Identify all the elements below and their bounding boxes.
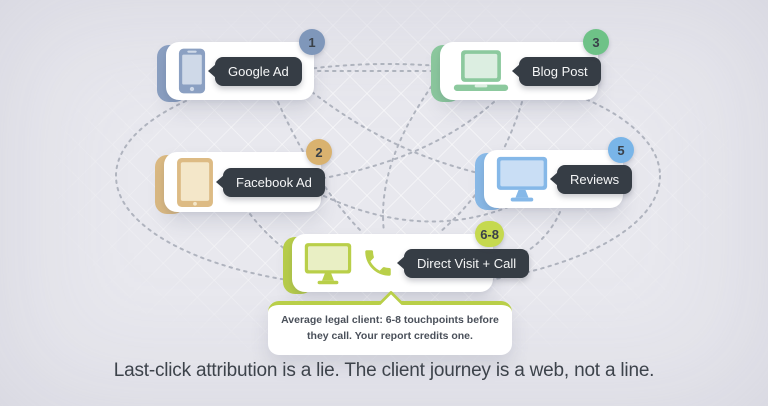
connector-blog-facebook [323, 101, 495, 179]
node-label: Blog Post [512, 56, 601, 86]
touchpoint-number-badge: 1 [299, 29, 325, 55]
smartphone-icon [178, 47, 206, 95]
touchpoint-number-badge: 6-8 [475, 221, 504, 247]
touchpoint-number-badge: 5 [608, 137, 634, 163]
monitor-icon [304, 242, 352, 285]
node-label: Facebook Ad [216, 167, 325, 197]
caption-headline: Last-click attribution is a lie. The cli… [113, 360, 655, 381]
node-label: Google Ad [208, 56, 302, 86]
node-label: Reviews [549, 164, 633, 194]
touchpoint-number-badge: 2 [306, 139, 332, 165]
connector-google-reviews [311, 91, 483, 175]
touchpoint-number-badge: 3 [583, 29, 609, 55]
callout-text: Average legal client: 6-8 touchpoints be… [281, 314, 499, 342]
connector-facebook-reviews [323, 195, 521, 223]
node-direct-visit-call[interactable]: 6-8 Direct Visit + Call [283, 221, 530, 294]
node-blog-post[interactable]: 3 Blog Post [431, 29, 609, 102]
node-facebook-ad[interactable]: 2 Facebook Ad [155, 139, 332, 214]
laptop-icon [452, 49, 510, 94]
phone-call-icon [361, 246, 395, 280]
connector-blog-center [382, 79, 437, 233]
monitor-icon [496, 156, 548, 202]
connector-reviews-direct [495, 211, 561, 265]
node-label: Direct Visit + Call [396, 248, 530, 278]
touchpoints-callout: Average legal client: 6-8 touchpoints be… [268, 290, 512, 355]
node-google-ad[interactable]: 1 Google Ad [157, 29, 325, 102]
node-reviews[interactable]: 5 Reviews [475, 137, 634, 210]
tablet-icon [176, 157, 214, 208]
